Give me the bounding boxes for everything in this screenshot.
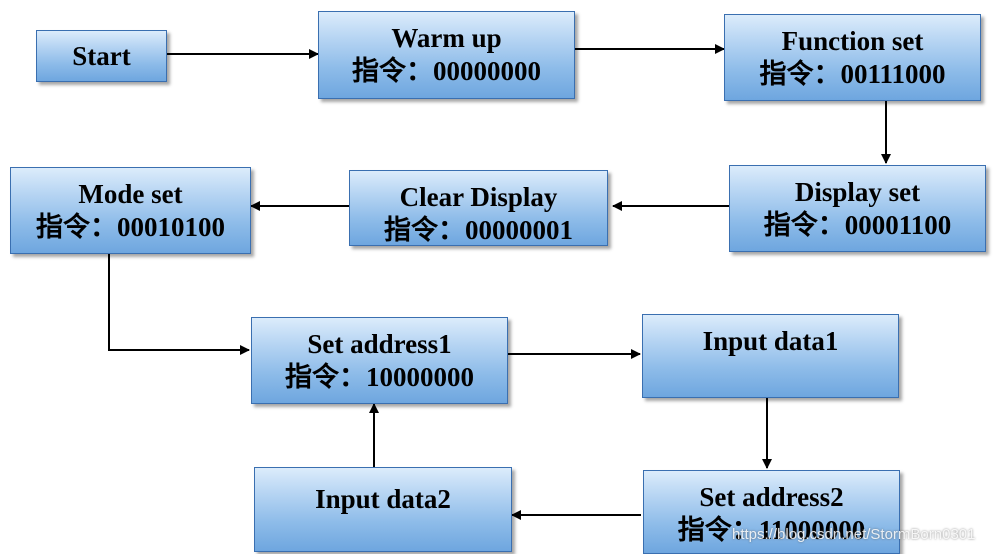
arrow-modeset-to-setaddress1 xyxy=(108,254,250,355)
node-function-set-cmd-label: 指令： xyxy=(759,59,841,90)
node-warm-up-cmd-code: 00000000 xyxy=(433,56,541,86)
node-mode-set-cmd-label: 指令： xyxy=(36,212,117,243)
node-set-address2-command: 指令：11000000 xyxy=(678,513,866,548)
node-input-data1-title: Input data1 xyxy=(702,326,839,356)
node-display-set-cmd-code: 00001100 xyxy=(844,210,952,240)
node-start: Start xyxy=(36,30,167,82)
node-function-set-cmd-code: 00111000 xyxy=(840,59,946,89)
node-warm-up-cmd-label: 指令： xyxy=(352,56,433,87)
node-start-title: Start xyxy=(72,41,131,71)
node-clear-display-title: Clear Display xyxy=(399,182,558,212)
node-mode-set-cmd-code: 00010100 xyxy=(117,212,225,242)
node-set-address1-command: 指令：10000000 xyxy=(285,360,474,395)
node-set-address1-title: Set address1 xyxy=(307,329,452,359)
node-clear-display-command: 指令：00000001 xyxy=(384,213,573,246)
node-display-set-cmd-label: 指令： xyxy=(763,210,845,241)
node-function-set-title: Function set xyxy=(781,26,924,56)
node-mode-set-command: 指令：00010100 xyxy=(36,210,225,245)
node-function-set: Function set 指令：00111000 xyxy=(724,14,981,101)
node-display-set-title: Display set xyxy=(794,177,921,207)
node-set-address1: Set address1 指令：10000000 xyxy=(251,317,508,404)
node-clear-display-cmd-label: 指令： xyxy=(384,215,465,246)
node-function-set-command: 指令：00111000 xyxy=(759,57,945,92)
node-set-address2-cmd-code: 11000000 xyxy=(758,515,866,545)
node-input-data2: Input data2 xyxy=(254,467,512,552)
node-warm-up-title: Warm up xyxy=(391,23,502,53)
node-input-data2-title: Input data2 xyxy=(315,484,451,514)
node-set-address1-cmd-label: 指令： xyxy=(285,362,366,393)
node-display-set: Display set 指令：00001100 xyxy=(729,165,986,252)
node-clear-display-cmd-code: 00000001 xyxy=(465,215,573,245)
node-set-address1-cmd-code: 10000000 xyxy=(366,362,474,392)
node-mode-set-title: Mode set xyxy=(78,179,183,209)
node-mode-set: Mode set 指令：00010100 xyxy=(10,167,251,254)
node-clear-display: Clear Display 指令：00000001 xyxy=(349,170,608,246)
node-set-address2-cmd-label: 指令： xyxy=(677,515,759,546)
node-warm-up-command: 指令：00000000 xyxy=(352,54,541,89)
node-warm-up: Warm up 指令：00000000 xyxy=(318,11,575,99)
node-set-address2-title: Set address2 xyxy=(699,482,844,512)
node-input-data1: Input data1 xyxy=(642,314,899,398)
node-display-set-command: 指令：00001100 xyxy=(764,208,952,243)
watermark-text: https://blog.csdn.net/StormBorn0301 xyxy=(732,526,976,543)
